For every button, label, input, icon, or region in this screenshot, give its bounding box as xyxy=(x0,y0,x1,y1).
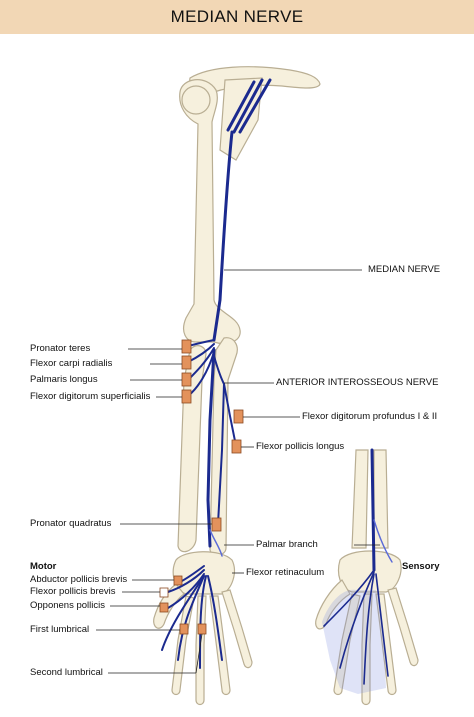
sensory-branch-2 xyxy=(339,571,375,669)
marker-opponens xyxy=(159,602,169,613)
median-nerve-trunk xyxy=(212,130,234,342)
finger-index xyxy=(171,595,195,696)
title-bar: MEDIAN NERVE xyxy=(0,0,474,34)
label-flexor-retinaculum: Flexor retinaculum xyxy=(246,567,325,578)
label-opponens-pollicis: Opponens pollicis xyxy=(30,600,105,611)
marker-fds xyxy=(181,389,192,404)
ulna xyxy=(209,337,238,556)
diagram-title: MEDIAN NERVE xyxy=(170,7,304,26)
brachial-plexus-cord-1 xyxy=(238,78,272,134)
marker-fpb xyxy=(159,587,169,598)
leader-lines xyxy=(96,269,380,674)
marker-palmaris xyxy=(181,372,192,387)
label-second-lumbrical: Second lumbrical xyxy=(30,667,103,678)
hand-branch-digit-3 xyxy=(199,575,207,669)
sensory-carpals xyxy=(337,550,402,593)
marker-first-lumbrical xyxy=(179,623,189,635)
sensory-area xyxy=(322,589,386,694)
muscle-markers xyxy=(159,339,244,635)
nerve-paths xyxy=(161,78,393,685)
hand-branch-opp xyxy=(167,573,205,609)
sensory-median-trunk xyxy=(370,448,376,572)
label-abductor-pollicis-brevis: Abductor pollicis brevis xyxy=(30,574,128,585)
median-forearm xyxy=(206,348,216,548)
finger-little xyxy=(221,589,253,669)
label-sensory: Sensory xyxy=(402,561,440,572)
label-palmar-branch: Palmar branch xyxy=(256,539,318,550)
marker-fpl xyxy=(231,439,242,454)
label-pronator-quadratus: Pronator quadratus xyxy=(30,518,112,529)
sensory-forearm-bones xyxy=(351,449,389,549)
sensory-palmar-branch xyxy=(373,519,393,563)
branch-pq xyxy=(217,383,225,525)
humerus xyxy=(179,79,241,345)
marker-apb xyxy=(173,575,183,586)
marker-pronator-teres xyxy=(181,339,192,354)
label-flexor-pollicis-brevis: Flexor pollicis brevis xyxy=(30,586,116,597)
label-pronator-teres: Pronator teres xyxy=(30,343,91,354)
sensory-thumb xyxy=(315,579,351,630)
brachial-plexus-cord-2 xyxy=(232,78,264,134)
humeral-head xyxy=(181,85,211,115)
label-flexor-digitorum-superficialis: Flexor digitorum superficialis xyxy=(30,391,151,402)
label-motor: Motor xyxy=(30,561,57,572)
brachial-plexus-cord-3 xyxy=(226,80,256,132)
label-first-lumbrical: First lumbrical xyxy=(30,624,90,635)
label-anterior-interosseous-nerve: ANTERIOR INTEROSSEOUS NERVE xyxy=(276,377,439,388)
sensory-finger-4 xyxy=(387,587,419,667)
label-flexor-carpi-radialis: Flexor carpi radialis xyxy=(30,358,113,369)
sensory-branch-3 xyxy=(363,573,375,685)
marker-second-lumbrical xyxy=(197,623,207,635)
marker-fcr xyxy=(181,355,192,370)
label-palmaris-longus: Palmaris longus xyxy=(30,374,98,385)
sensory-branch-1 xyxy=(323,569,375,627)
bones xyxy=(153,66,419,706)
hand-branch-digit-2 xyxy=(177,575,205,661)
hand-branch-fpb xyxy=(167,569,205,593)
sensory-branch-4 xyxy=(375,573,389,677)
hand-branch-digit-1 xyxy=(161,575,205,651)
label-flexor-pollicis-longus: Flexor pollicis longus xyxy=(256,441,345,452)
marker-pq xyxy=(211,517,222,532)
label-median-nerve: MEDIAN NERVE xyxy=(368,264,441,275)
marker-fdp xyxy=(233,409,244,424)
palmar-branch xyxy=(209,529,223,557)
hand-branch-digit-4 xyxy=(207,575,223,661)
label-flexor-digitorum-profundus: Flexor digitorum profundus I & II xyxy=(302,411,438,422)
leader-second-lumbrical-v xyxy=(195,633,203,674)
